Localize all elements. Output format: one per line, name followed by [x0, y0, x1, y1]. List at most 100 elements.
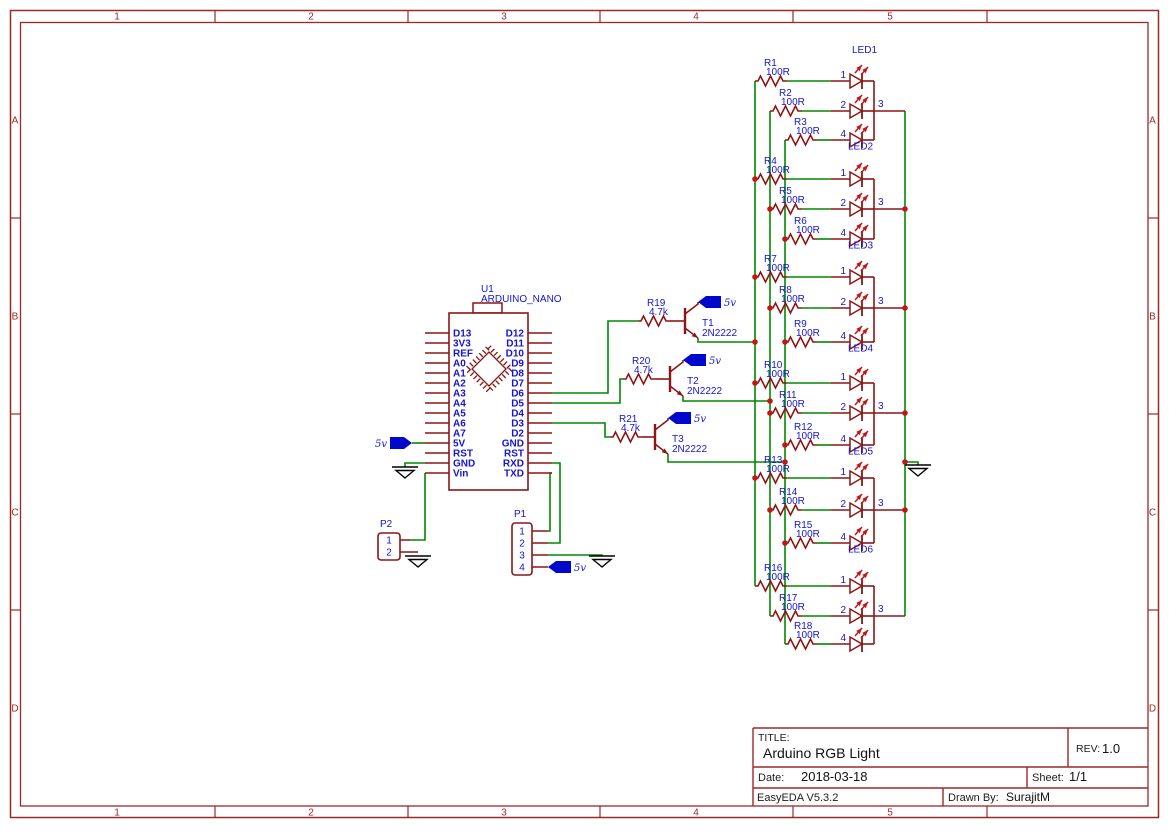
connector-ref: P2 — [380, 519, 393, 530]
connector-pin-number: 2 — [386, 548, 392, 559]
power-flag-icon[interactable] — [548, 561, 571, 573]
wire-d6-to-r19[interactable] — [552, 320, 638, 394]
power-flag-5v-arduino[interactable]: 5v — [375, 437, 412, 450]
led-element[interactable]: 4 — [831, 325, 874, 351]
arrow-head — [862, 263, 868, 270]
power-flag-icon[interactable] — [390, 437, 412, 449]
arrow-head — [862, 464, 868, 471]
junction-dot — [767, 206, 773, 212]
led-pin-number: 4 — [840, 633, 846, 644]
led-triangle — [849, 230, 864, 248]
led-element[interactable]: 1 — [831, 569, 874, 595]
junction-dot — [752, 274, 758, 280]
frame-row-label: C — [11, 508, 18, 519]
power-flag-icon[interactable] — [683, 354, 706, 366]
arrow-head — [676, 390, 683, 396]
wire-txd-to-p1[interactable] — [548, 472, 552, 532]
mcu-pin-name: D3 — [511, 419, 524, 430]
led-element[interactable]: 4 — [831, 627, 874, 653]
led-element[interactable]: 2 — [831, 599, 874, 625]
ground-arduino[interactable] — [392, 466, 418, 479]
led-triangle — [849, 534, 864, 552]
led-element[interactable]: 1 — [831, 162, 874, 188]
resistor-body — [755, 471, 787, 485]
resistor-body — [770, 301, 802, 315]
led-element[interactable]: 4 — [831, 222, 874, 248]
led-element[interactable]: 4 — [831, 123, 874, 149]
wire-t2-emitter[interactable] — [682, 396, 770, 402]
resistor-ref: R10 — [764, 360, 783, 371]
arrow-head — [856, 124, 862, 131]
led-element[interactable]: 2 — [831, 396, 874, 422]
ground-p1[interactable] — [589, 555, 615, 568]
led-element[interactable]: 4 — [831, 428, 874, 454]
transistor-ref: T3 — [672, 434, 684, 445]
sheet-title: Arduino RGB Light — [763, 745, 880, 761]
mcu-pin-name: A5 — [453, 409, 466, 420]
led-element[interactable]: 1 — [831, 366, 874, 392]
tool-version: EasyEDA V5.3.2 — [757, 792, 838, 804]
wire-d5-to-r20[interactable] — [552, 378, 623, 404]
led-element[interactable]: 1 — [831, 461, 874, 487]
led-triangle — [849, 635, 864, 653]
led-element[interactable]: 2 — [831, 493, 874, 519]
led-element[interactable]: 2 — [831, 192, 874, 218]
arrow-head — [661, 448, 668, 454]
led-element[interactable]: 2 — [831, 94, 874, 120]
led-triangle — [849, 404, 864, 422]
led-element[interactable]: 2 — [831, 291, 874, 317]
resistor-value: 100R — [796, 630, 820, 641]
led-pin-number: 3 — [878, 401, 884, 412]
power-flag-icon[interactable] — [668, 412, 691, 424]
wire-rxd-to-p1[interactable] — [548, 462, 561, 544]
frame-outer-border — [9, 9, 1160, 819]
led-triangle — [849, 170, 864, 188]
wire-rail-gnd[interactable] — [905, 461, 919, 465]
wire-d3-to-r21[interactable] — [552, 422, 610, 438]
ground-led-rail[interactable] — [905, 464, 931, 477]
arrow-head — [856, 292, 862, 299]
junction-dot — [782, 442, 788, 448]
mcu-pin-name: A6 — [453, 419, 466, 430]
led-element[interactable]: 1 — [831, 64, 874, 90]
led-element[interactable]: 4 — [831, 526, 874, 552]
wire-t3-emitter[interactable] — [667, 454, 785, 463]
wire-vin-to-p2[interactable] — [410, 473, 426, 541]
frame-column-label: 5 — [887, 12, 893, 23]
wire-t1-emitter[interactable] — [697, 338, 755, 343]
resistor-value: 100R — [796, 328, 820, 339]
led-pin-number: 1 — [840, 168, 846, 179]
ground-p2[interactable] — [405, 555, 431, 568]
wire-arduino-gnd[interactable] — [404, 462, 425, 467]
resistor-body — [770, 406, 802, 420]
sheet-frame — [9, 9, 1160, 819]
led-element[interactable]: 1 — [831, 260, 874, 286]
power-flag-icon[interactable] — [698, 296, 721, 308]
led-pin-number: 3 — [878, 604, 884, 615]
resistor-value: 100R — [766, 464, 790, 475]
